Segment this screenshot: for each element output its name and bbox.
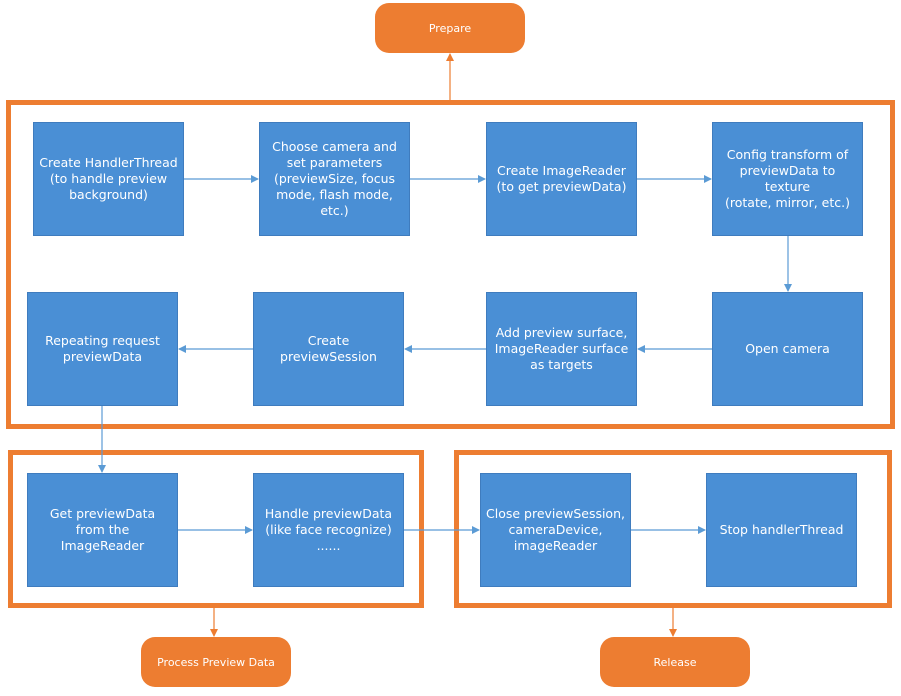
release-group bbox=[454, 450, 892, 608]
create-handler-thread-box: Create HandlerThread (to handle preview … bbox=[33, 122, 184, 236]
choose-camera-box: Choose camera and set parameters (previe… bbox=[259, 122, 410, 236]
prepare-group bbox=[6, 100, 895, 429]
handle-preview-data-box: Handle previewData (like face recognize)… bbox=[253, 473, 404, 587]
get-preview-data-box: Get previewData from the ImageReader bbox=[27, 473, 178, 587]
close-session-box: Close previewSession, cameraDevice, imag… bbox=[480, 473, 631, 587]
create-preview-session-box: Create previewSession bbox=[253, 292, 404, 406]
config-transform-box: Config transform of previewData to textu… bbox=[712, 122, 863, 236]
stop-handler-thread-box: Stop handlerThread bbox=[706, 473, 857, 587]
add-preview-surface-box: Add preview surface, ImageReader surface… bbox=[486, 292, 637, 406]
repeating-request-box: Repeating request previewData bbox=[27, 292, 178, 406]
open-camera-box: Open camera bbox=[712, 292, 863, 406]
create-image-reader-box: Create ImageReader (to get previewData) bbox=[486, 122, 637, 236]
prepare-pill: Prepare bbox=[375, 3, 525, 53]
release-pill: Release bbox=[600, 637, 750, 687]
process-preview-data-pill: Process Preview Data bbox=[141, 637, 291, 687]
process-group bbox=[8, 450, 424, 608]
